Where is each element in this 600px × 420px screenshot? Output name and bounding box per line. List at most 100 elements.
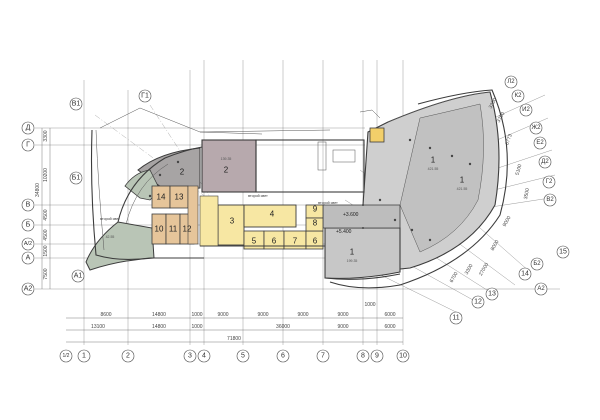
bottom-axis-bubble: [396, 349, 410, 363]
rdim-8: 6700: [449, 271, 460, 284]
bottom-axis-bubble: [370, 349, 384, 363]
details: [148, 138, 472, 242]
room-1-upper-label: 1: [431, 156, 436, 165]
rdim-1: 3700: [496, 111, 507, 124]
rdim-0: 3300: [488, 97, 499, 110]
rdim-9: 27000: [478, 262, 490, 277]
bottom-axis-bubble: [356, 349, 370, 363]
room-2-large-label: 2: [224, 166, 229, 175]
rdim-6: 8000: [490, 239, 501, 252]
room-orange-edge-shape: [187, 185, 199, 245]
bottom-axis-label: 10: [399, 353, 407, 360]
bottom-axis-bubble: [276, 349, 290, 363]
axis-bubble-15: 15: [559, 249, 567, 256]
bottom-axis-bubble: [183, 349, 197, 363]
bdim2-1: 14800: [152, 324, 166, 330]
room-6-label: 6: [272, 237, 277, 246]
rdim-2: 6773: [504, 133, 514, 146]
bottom-axis-bubble: [59, 349, 73, 363]
room-labels: 1 421.55 1 421.55 2 139.35 2 3 4 5 6 7 6…: [106, 156, 468, 264]
bdim1-2: 1000: [191, 312, 202, 318]
room-2-large-area: 139.35: [221, 157, 232, 161]
bottom-axis-label: 7: [321, 353, 325, 360]
axis-bubble-b2: Б2: [533, 261, 541, 267]
axis-bubble-b: Б: [26, 222, 31, 229]
bdim2-4: 9000: [337, 324, 348, 330]
right-axes: Л2 К2 И2 Ж2 Е2 Д2 Г2 В2 Б2 А2 15 14 13 1…: [449, 75, 570, 325]
bottom-axis-bubble: [77, 349, 91, 363]
stair-yellow-shape: [369, 127, 385, 143]
axis-bubble-k2: К2: [515, 93, 522, 99]
level-3600: +3.600: [343, 212, 359, 218]
room-1-fan-shape: [399, 103, 484, 253]
room-8-label: 6: [313, 237, 318, 246]
axis-bubble-v2: В2: [546, 197, 554, 203]
axis-bubble-v1: В1: [72, 101, 81, 108]
building-outline: [90, 89, 508, 289]
room-4-label: 4: [270, 210, 275, 219]
axis-bubble-i2: И2: [522, 107, 530, 113]
room-10-label: 10: [155, 225, 164, 234]
left-dimensions: 3300 10200 34800 4500 4500 1500 7500: [35, 128, 51, 289]
room-4-shape: [243, 204, 297, 228]
axis-bubble-12: 12: [474, 299, 482, 306]
axis-bubble-11: 11: [452, 315, 459, 322]
bdim-extra-0: 1000: [364, 302, 375, 308]
room-11-label: 11: [169, 225, 178, 234]
left-dim-6: 7500: [43, 268, 49, 279]
mezzanine-shape: [322, 204, 401, 229]
room-12-label: 12: [183, 225, 192, 234]
bdim2-3: 36000: [276, 324, 290, 330]
bdim1-5: 9000: [297, 312, 308, 318]
note-second-light-3: второй свет: [318, 201, 338, 205]
room-5-label: 5: [252, 237, 257, 246]
axis-bubble-d2: Д2: [541, 159, 549, 165]
rdim-3: 5100: [515, 163, 524, 176]
bottom-axis-label: 4: [202, 353, 206, 360]
left-axes: Д Г В1 Г1 Б1 В Б А/2 А А1 А2: [21, 89, 152, 296]
axis-bubble-zh2: Ж2: [532, 125, 542, 131]
note-second-light-2: второй свет: [248, 194, 268, 198]
bottom-axis-label: 8: [361, 353, 365, 360]
bottom-dimensions: 8600 14800 1000 9000 9000 9000 9000 1000…: [66, 302, 403, 343]
level-5400: +5.400: [336, 229, 352, 235]
bdim1-6: 9000: [337, 312, 348, 318]
axis-bubble-d: Д: [26, 125, 31, 132]
axis-bubble-g1: Г1: [141, 93, 149, 100]
bdim-extra-1: 6000: [384, 312, 395, 318]
bdim1-3: 9000: [217, 312, 228, 318]
axis-bubble-a2: А2: [24, 286, 33, 293]
room-8b-label: 8: [313, 219, 318, 228]
axis-bubble-g: Г: [26, 142, 30, 149]
left-dim-3: 4500: [43, 209, 49, 220]
rooms: [85, 91, 500, 279]
rdim-5: 9000: [502, 215, 513, 228]
bottom-axis-bubble: [197, 349, 211, 363]
left-dim-5: 1500: [43, 245, 49, 256]
room-13-label: 13: [175, 193, 184, 202]
axis-bubble-g2: Г2: [546, 179, 553, 185]
axis-bubble-14: 14: [521, 271, 529, 278]
bottom-axis-bubble: [316, 349, 330, 363]
note-second-light-1: второй свет: [100, 217, 120, 221]
room-green-shape: [85, 221, 155, 271]
room-1-lower-label: 1: [460, 176, 465, 185]
axis-bubble-a: А: [26, 255, 31, 262]
left-dim-1: 3300: [43, 130, 49, 141]
room-8-shape: [305, 217, 324, 232]
axis-bubble-v: В: [26, 202, 31, 209]
room-bottom-area: 199.35: [347, 259, 358, 263]
corridor-shape: [199, 195, 219, 247]
left-dim-2: 10200: [43, 168, 49, 182]
room-1-lower-area: 421.55: [457, 187, 468, 191]
axis-bubble-l2: Л2: [507, 79, 515, 85]
bottom-axis-label: 1/2: [63, 353, 70, 359]
room-1-upper-area: 421.55: [428, 167, 439, 171]
bottom-axis-label: 1: [82, 353, 86, 360]
axis-bubble-13: 13: [488, 291, 496, 298]
room-9-label: 9: [313, 205, 318, 214]
room-3-shape: [217, 204, 245, 246]
left-dim-4: 4500: [43, 229, 49, 240]
